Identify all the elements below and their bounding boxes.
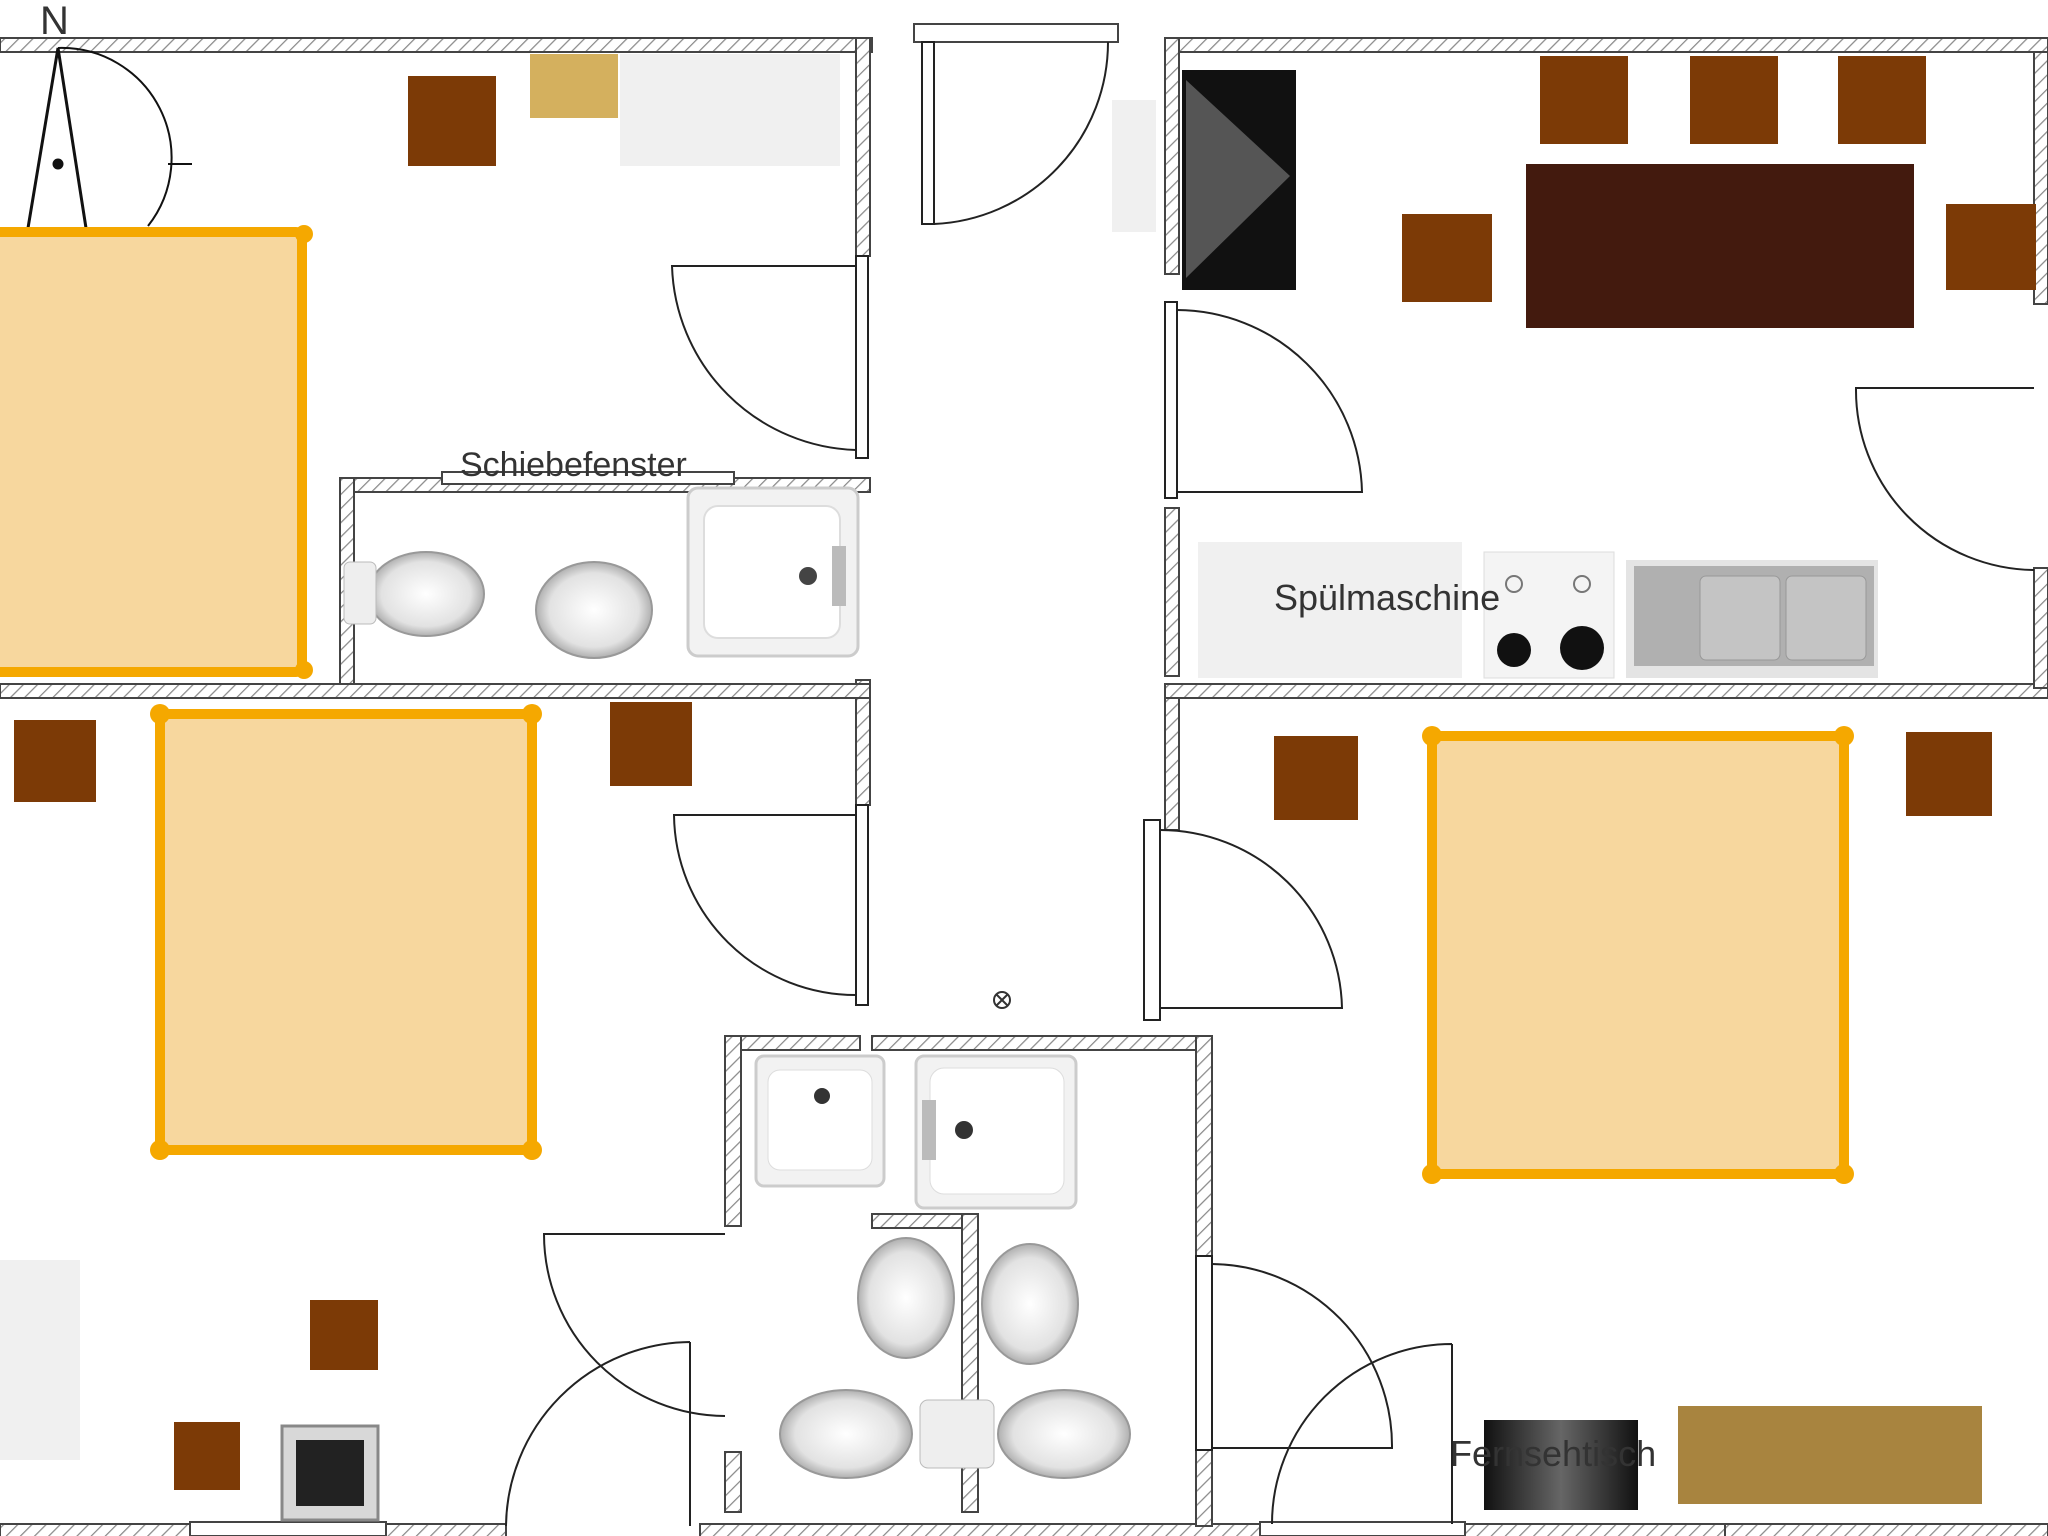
door-bedroom-w: [672, 804, 869, 1006]
nightstand-e-left: [1274, 736, 1358, 820]
dishwasher: [1198, 542, 1462, 678]
door-swing-icon: [933, 41, 1110, 225]
wall-corridor-right-top: [1164, 37, 1180, 275]
door-swing-icon: [542, 1233, 726, 1417]
door-bath2: [1195, 1255, 1394, 1451]
sink-icon: [857, 1237, 955, 1359]
window-corridor-top: [913, 23, 1119, 43]
door-swing-icon: [1854, 387, 2035, 571]
wall-corridor-right-low: [1164, 689, 1180, 831]
wall-bath2-top-b: [871, 1035, 1213, 1051]
label-sliding-window: Schiebefenster: [460, 446, 687, 484]
wall-bath2-right-low: [1195, 1449, 1213, 1527]
door-bedroom-e: [1143, 819, 1344, 1021]
door-lower-right: [1271, 1343, 1453, 1525]
sink-icon: [535, 561, 653, 659]
window-bottom-mid: [1259, 1521, 1466, 1536]
toilet-icon: [367, 551, 485, 637]
chair-sw-2: [174, 1422, 240, 1490]
wall-bottom-right2: [1724, 1523, 2048, 1536]
wall-bottom-mid: [385, 1523, 507, 1536]
nightstand-e-right: [1906, 732, 1992, 816]
door-swing-icon: [505, 1341, 691, 1527]
wall-bath2-left-low: [724, 1451, 742, 1513]
window-bottom-left: [189, 1521, 387, 1536]
nightstand-w-left: [14, 720, 96, 802]
wall-bottom-left: [0, 1523, 191, 1536]
door-swing-icon: [1176, 309, 1364, 493]
wall-right-outer-mid: [2033, 567, 2048, 689]
bed-w: [150, 704, 542, 1160]
stove-sw: [280, 1424, 380, 1522]
tv-icon: [1112, 70, 1296, 290]
wall-right-outer-top: [2033, 51, 2048, 305]
door-swing-icon: [672, 814, 857, 996]
door-swing-icon: [1271, 1343, 1453, 1525]
furniture: [14, 56, 2036, 1490]
chair-sw-1: [310, 1300, 378, 1370]
bed-e: [1422, 726, 1854, 1184]
north-label: N: [40, 0, 69, 43]
door-kitchen: [1164, 301, 1364, 499]
toilet-icon: [997, 1389, 1131, 1479]
chair-kitchen-left: [1402, 214, 1492, 302]
bathroom-1: [343, 486, 860, 659]
desk-nw: [530, 54, 618, 118]
windows: [189, 23, 1466, 1536]
door-lower-left: [505, 1233, 726, 1527]
toilet-icon: [779, 1389, 913, 1479]
bathroom-2: [754, 1054, 1131, 1479]
sink-icon: [981, 1243, 1079, 1365]
wall-top-left: [0, 37, 873, 53]
compass-icon: [26, 46, 192, 229]
chair-kitchen-1: [1540, 56, 1628, 144]
door-swing-icon: [1159, 829, 1344, 1009]
wall-corridor-right-mid: [1164, 507, 1180, 677]
kitchen-counter: [1198, 542, 1878, 679]
tv-lower-right: [1484, 1420, 1638, 1510]
wall-mid-right: [1164, 683, 2048, 699]
wall-corridor-left-top: [855, 37, 871, 257]
nightstand-nw: [408, 76, 496, 166]
label-dishwasher: Spülmaschine: [1274, 577, 1500, 618]
wall-bottom-right: [1464, 1523, 1731, 1536]
wall-bath2-right: [1195, 1035, 1213, 1257]
wall-mid-left: [0, 683, 871, 699]
door-swing-icon: [670, 265, 857, 451]
nightstand-w-right: [610, 702, 692, 786]
doors: [505, 41, 2035, 1527]
window-sliding: [441, 471, 735, 485]
tv-table: [1678, 1406, 1982, 1504]
door-swing-icon: [1211, 1263, 1394, 1449]
wall-bottom-mid2: [699, 1523, 1261, 1536]
door-kitchen-east: [1854, 387, 2035, 571]
door-bedroom-nw: [670, 255, 869, 459]
chair-kitchen-3: [1838, 56, 1926, 144]
chair-kitchen-right: [1946, 204, 2036, 290]
chair-kitchen-2: [1690, 56, 1778, 144]
wall-bath2-left: [724, 1035, 742, 1227]
dining-table: [1526, 164, 1914, 328]
label-tv-table: Fernsehtisch: [1450, 1433, 1656, 1474]
wall-top-right: [1164, 37, 2048, 53]
wall-bath2-top-a: [724, 1035, 861, 1051]
bed-nw: [0, 225, 313, 679]
door-entrance: [921, 41, 1110, 225]
cabinet-sw: [0, 1260, 80, 1460]
wardrobe-nw: [620, 54, 840, 166]
light-fixture-icon: [993, 991, 1011, 1009]
